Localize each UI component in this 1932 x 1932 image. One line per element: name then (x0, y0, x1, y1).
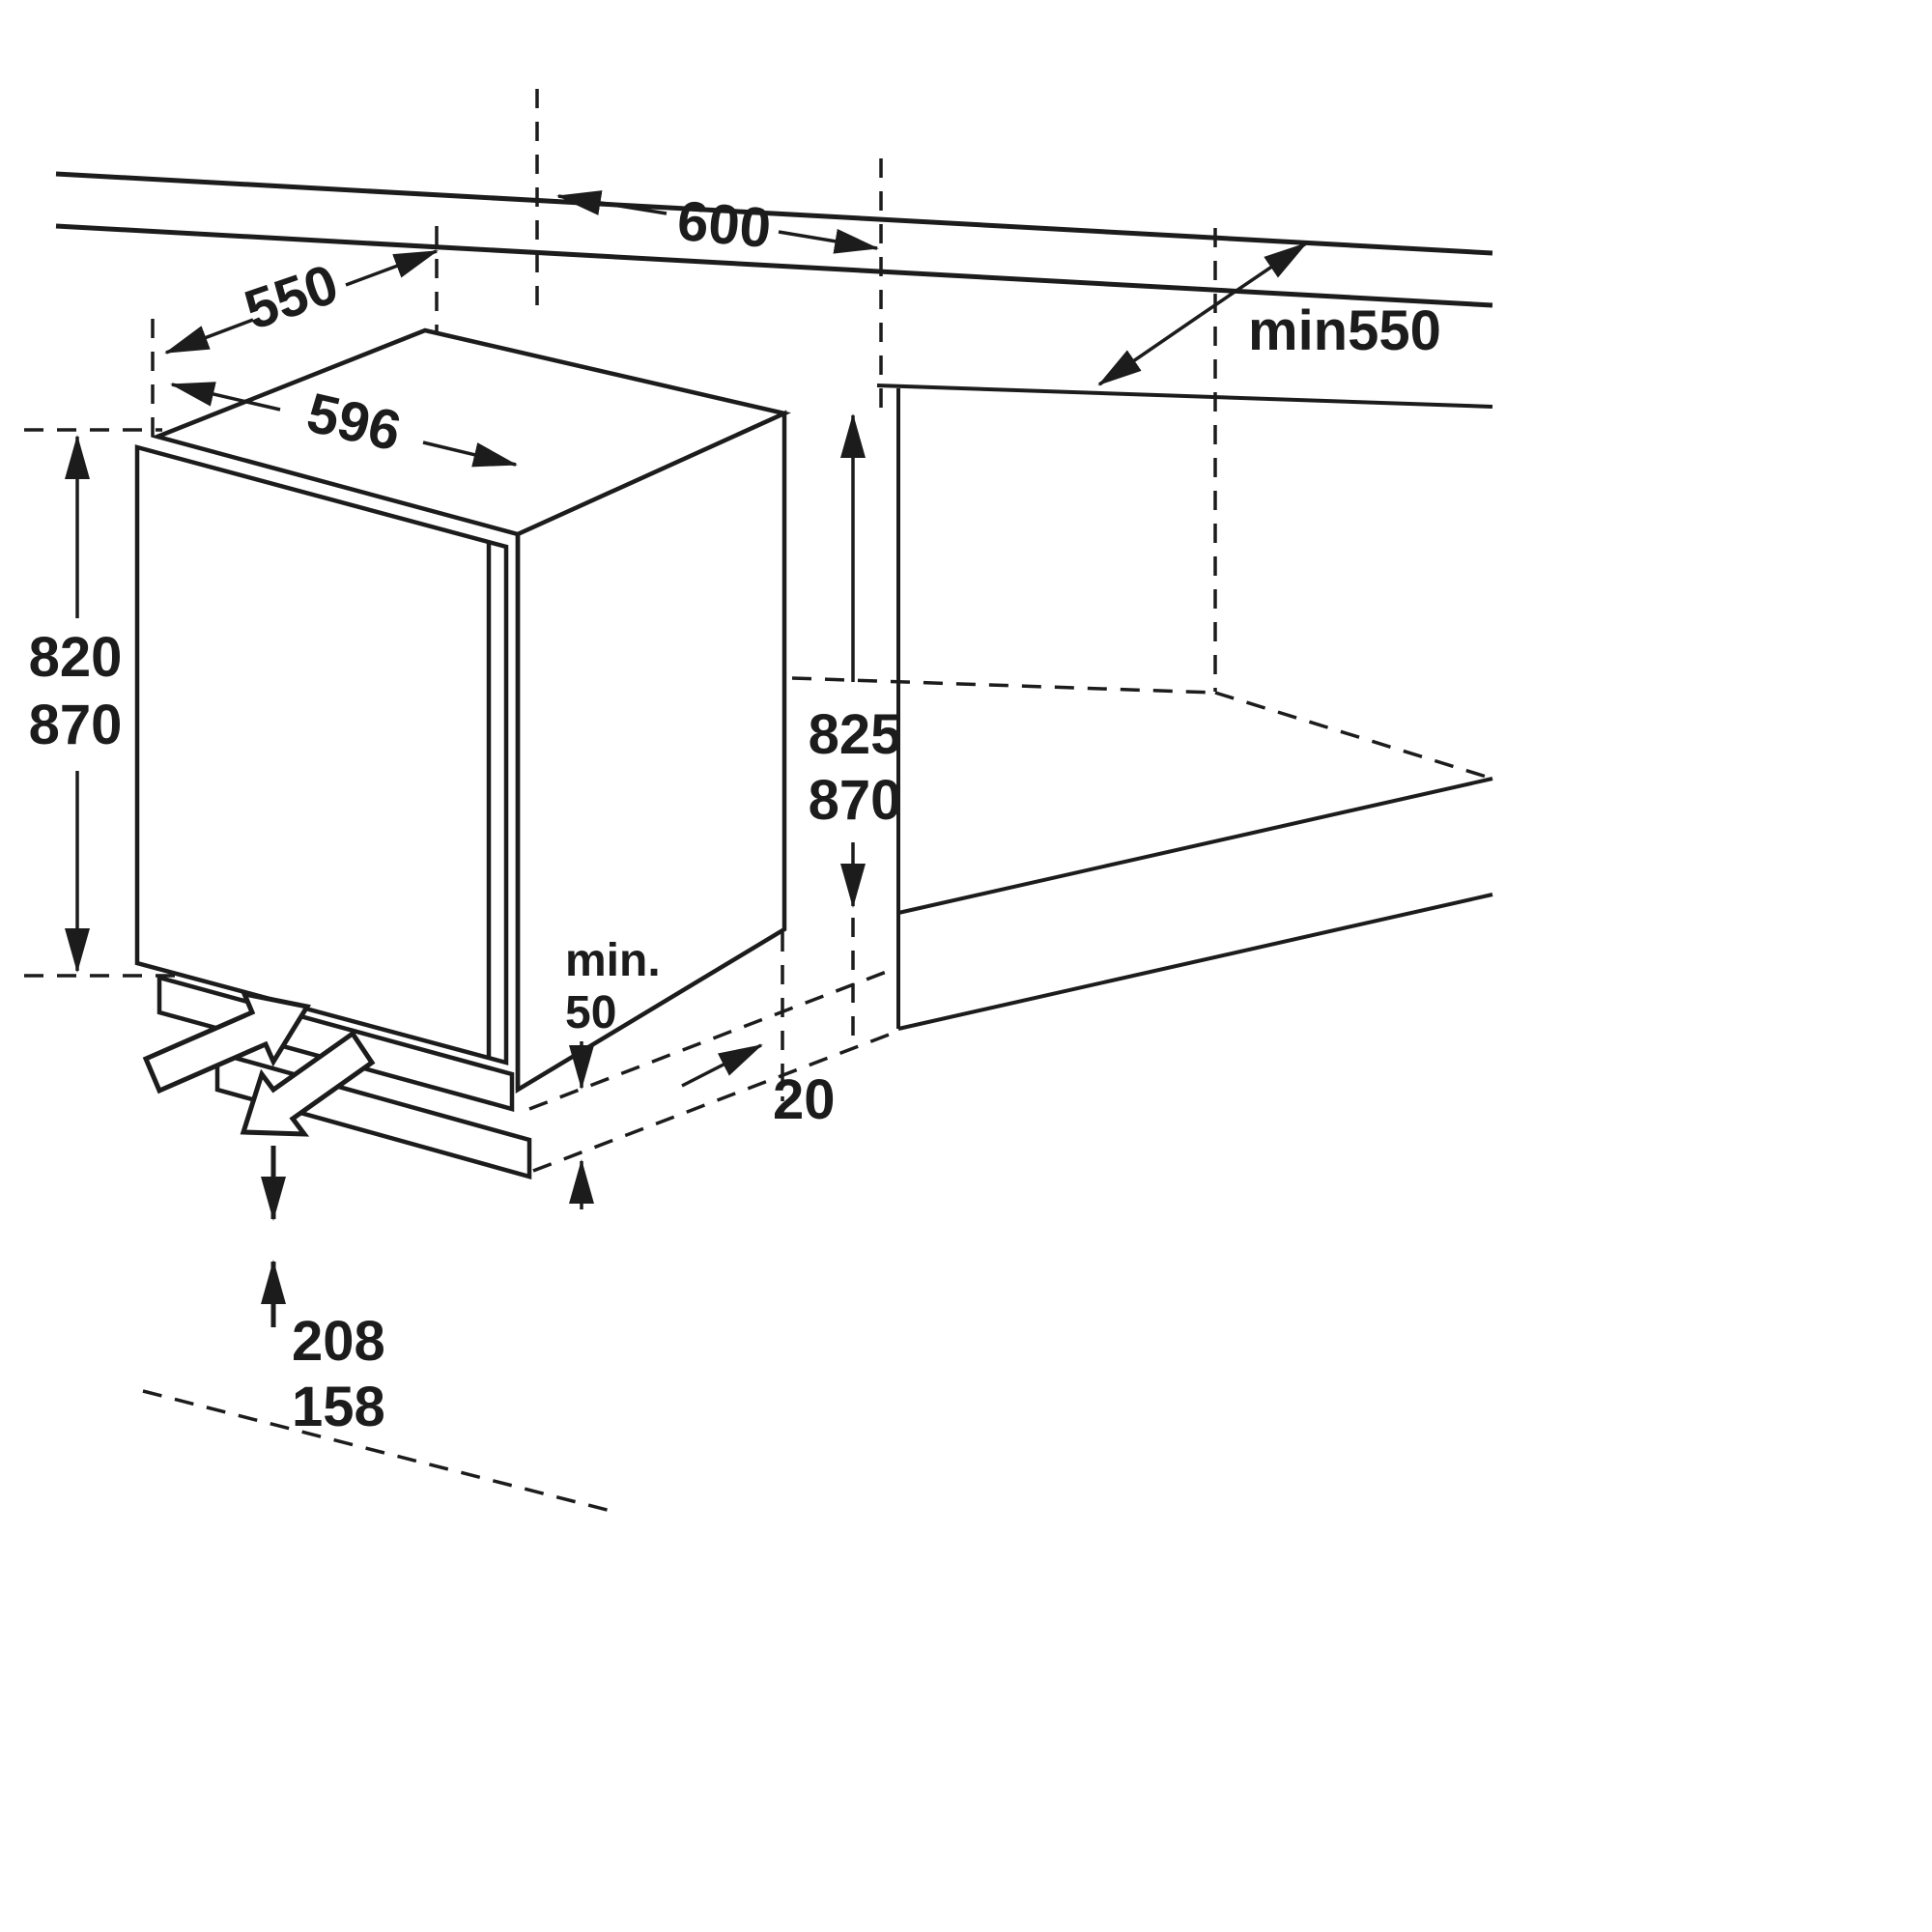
niche (896, 388, 1493, 1031)
appliance-door (134, 444, 509, 1065)
dashed-guide-line (791, 676, 1216, 695)
dim-worktop-depth: min550 (1097, 242, 1441, 386)
dim-label-825: 825 (809, 703, 902, 766)
worktop-front-top-edge (55, 171, 1493, 256)
dim-niche-height: 825 870 (809, 413, 902, 908)
worktop-underside-back-edge (876, 384, 1493, 409)
dim-appliance-height: 820 870 (29, 435, 123, 973)
dim-label-min: min. (565, 935, 661, 986)
dim-label-550: 550 (237, 252, 346, 342)
dim-arrow (1200, 242, 1308, 317)
niche-plinth-bottom-edge (897, 893, 1493, 1031)
dashed-guide-line (532, 1030, 897, 1173)
dim-arrow (556, 190, 668, 215)
dim-arrow (681, 1043, 763, 1088)
airflow-in-arrow-icon (142, 990, 312, 1094)
dim-arrow (345, 249, 439, 287)
dim-label-870: 870 (29, 694, 123, 756)
worktop-front-bottom-edge (55, 223, 1493, 308)
dim-vent-clearance: min. 50 (565, 935, 661, 1209)
dim-label-820: 820 (29, 626, 123, 689)
airflow-out-arrow-icon (240, 1030, 376, 1137)
appliance-side-face (515, 410, 787, 1094)
dim-plinth-height: 208 158 (261, 1146, 385, 1438)
airflow (142, 990, 376, 1137)
niche-floor-edge (897, 777, 1493, 915)
dim-label-870-niche: 870 (809, 769, 902, 832)
worktop (55, 171, 1493, 409)
dim-label-600: 600 (675, 189, 774, 260)
dim-arrow (164, 318, 254, 355)
dim-arrow (1097, 313, 1202, 386)
dim-label-50: 50 (565, 987, 616, 1038)
dim-label-158: 158 (292, 1376, 385, 1438)
dashed-floor-line (142, 1389, 619, 1515)
dim-label-208: 208 (292, 1310, 385, 1373)
dim-arrow (170, 382, 281, 412)
dim-rear-gap: 20 (681, 1043, 836, 1131)
dim-label-20: 20 (773, 1068, 836, 1131)
dim-appliance-depth: 550 (164, 249, 439, 355)
dim-arrow (422, 440, 518, 468)
dim-niche-width: 600 (556, 189, 879, 260)
dim-label-min550: min550 (1248, 299, 1441, 362)
dashed-guide-line (1214, 691, 1493, 781)
dim-arrow (778, 228, 879, 254)
